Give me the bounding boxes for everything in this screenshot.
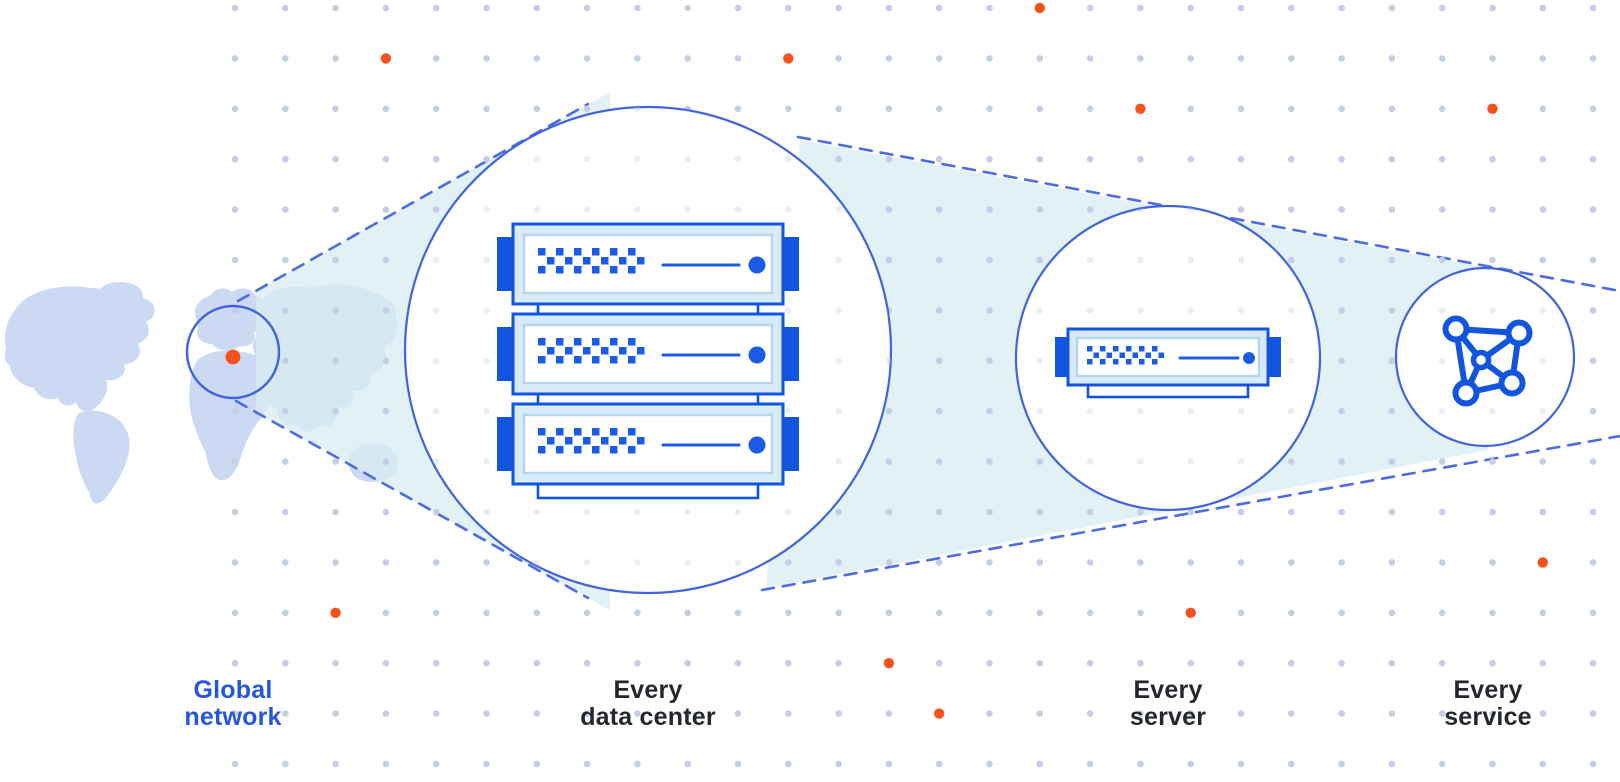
caption-global-network: Global network xyxy=(184,676,282,731)
caption-every-service: Every service xyxy=(1444,676,1532,731)
caption-every-data-center: Every data center xyxy=(580,676,716,731)
caption-every-server: Every server xyxy=(1129,676,1207,731)
beam-dashed-lines xyxy=(234,102,1620,600)
server-icon xyxy=(1055,327,1281,399)
location-marker-dot-icon xyxy=(225,349,241,365)
network-mesh-icon xyxy=(1442,315,1533,407)
server-rack-icon xyxy=(497,222,799,500)
magnifier-circle-icon xyxy=(185,304,281,400)
